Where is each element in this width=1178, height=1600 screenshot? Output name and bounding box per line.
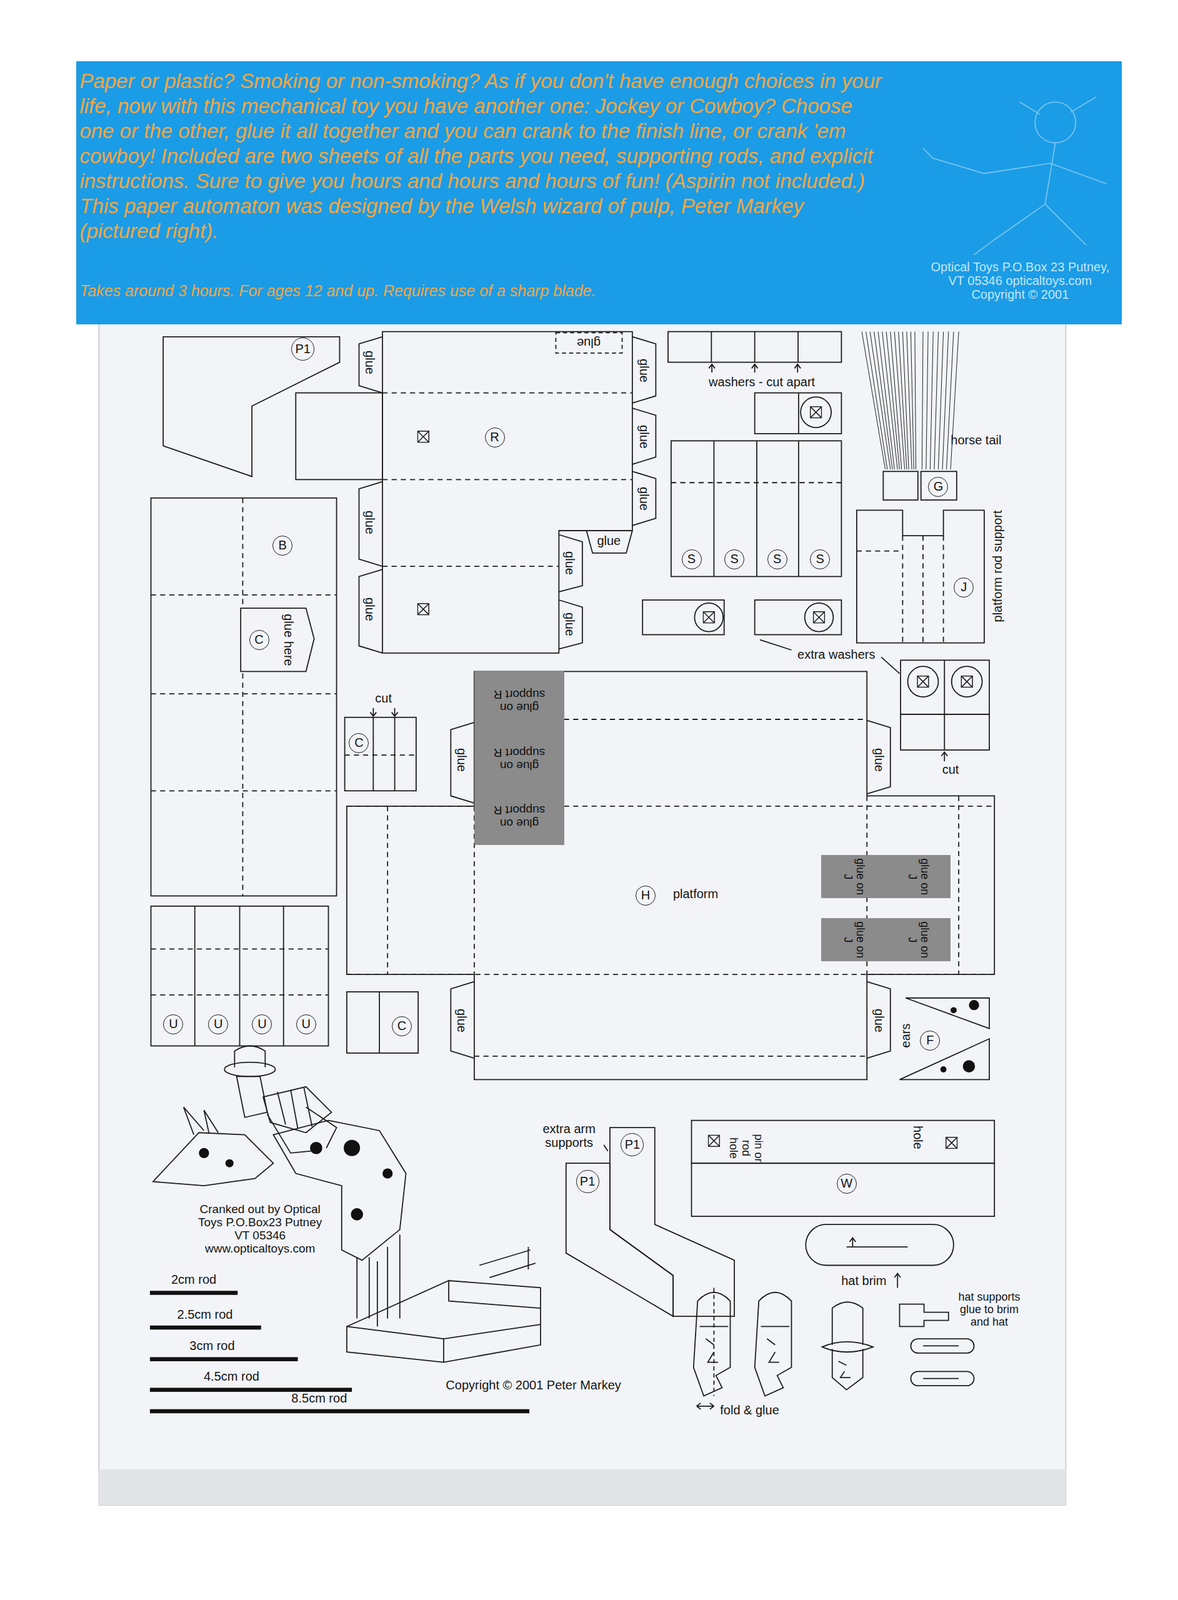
part-letter: S	[724, 549, 745, 570]
part-letter-text: B	[278, 538, 287, 552]
part-letter-text: R	[489, 429, 499, 444]
part-letter-text: F	[926, 1033, 934, 1047]
part-label: washers - cut apart	[708, 374, 815, 389]
part-letter: G	[928, 476, 949, 497]
glue-area-text: glue on support R	[479, 687, 560, 714]
part-label: horse tail	[948, 433, 1005, 447]
part-label: pin or rod hole	[726, 1128, 764, 1169]
glue-area: glue on support R	[474, 729, 565, 788]
part-label: glue	[576, 336, 601, 350]
part-letter: R	[484, 427, 505, 448]
part-label: platform rod support	[990, 510, 1005, 623]
header-banner: Paper or plastic? Smoking or non-smoking…	[76, 61, 1122, 325]
part-label: cut	[374, 691, 392, 705]
part-letter: S	[681, 549, 702, 570]
part-label: glue	[363, 597, 377, 622]
part-letter: C	[249, 629, 270, 650]
part-label: glue	[454, 1008, 469, 1033]
glue-area-text: glue on J	[905, 856, 931, 896]
part-label: glue	[637, 424, 652, 449]
part-letter-text: J	[960, 579, 967, 594]
part-letter-text: C	[397, 1018, 407, 1033]
part-label: 3cm rod	[189, 1338, 235, 1353]
glue-area-text: glue on support R	[479, 803, 560, 830]
part-letter-text: W	[840, 1176, 853, 1190]
part-label: fold & glue	[719, 1402, 780, 1417]
part-label: glue	[563, 612, 577, 637]
part-label: cut	[942, 762, 960, 777]
part-letter-text: C	[254, 632, 264, 647]
glue-area-text: glue on support R	[479, 745, 560, 772]
part-letter: S	[809, 549, 830, 570]
part-label: ears	[898, 1023, 913, 1049]
part-letter-text: P1	[294, 341, 310, 356]
part-letter-text: S	[687, 551, 696, 566]
part-label: platform	[673, 886, 719, 901]
banner-text: Takes around 3 hours. For ages 12 and up…	[79, 281, 886, 300]
part-label: 4.5cm rod	[203, 1369, 260, 1383]
part-label: glue	[563, 551, 577, 575]
part-letter-text: G	[933, 479, 944, 494]
part-label: glue	[454, 748, 469, 772]
part-letter-text: P1	[579, 1174, 595, 1188]
part-label: glue here	[281, 613, 296, 666]
glue-area-text: glue on J	[905, 920, 931, 960]
part-letter-text: C	[354, 735, 364, 750]
part-label: hat supports glue to brim and hat	[951, 1291, 1028, 1329]
part-label: glue	[363, 350, 377, 375]
glue-area: glue on J glue on J	[821, 854, 951, 899]
glue-area-text: glue on J	[841, 920, 867, 960]
part-letter-text: S	[729, 551, 739, 566]
part-letter-text: S	[815, 551, 824, 566]
part-label: Cranked out by Optical Toys P.O.Box23 Pu…	[193, 1203, 327, 1257]
part-letter-text: H	[641, 888, 650, 902]
part-label: glue	[872, 1008, 887, 1033]
part-label: 2cm rod	[171, 1272, 217, 1287]
glue-area: glue on support R	[474, 671, 565, 730]
part-letter-text: U	[257, 1016, 267, 1031]
part-label: glue	[363, 510, 377, 535]
part-label: Copyright © 2001 Peter Markey	[445, 1377, 621, 1392]
publisher-address: Optical Toys P.O.Box 23 Putney, VT 05346…	[923, 259, 1117, 302]
part-letter-text: U	[213, 1016, 223, 1031]
part-label: hole	[911, 1126, 925, 1150]
part-label: glue	[596, 533, 621, 548]
part-label: glue	[637, 358, 652, 383]
part-letter-text: S	[773, 551, 782, 566]
part-letter: P1	[576, 1169, 600, 1193]
part-letter: S	[767, 549, 788, 570]
glue-area-text: glue on J	[841, 856, 867, 896]
part-letter-text: U	[301, 1016, 310, 1031]
part-label: 2.5cm rod	[177, 1307, 234, 1322]
part-label: hat brim	[841, 1273, 887, 1288]
part-letter: C	[348, 733, 369, 754]
part-letter: P1	[291, 337, 315, 361]
part-letter-text: U	[168, 1016, 178, 1031]
part-label: glue	[872, 748, 887, 772]
part-letter-text: P1	[624, 1137, 640, 1152]
part-label: extra arm supports	[533, 1121, 605, 1150]
part-label: extra washers	[797, 647, 876, 662]
glue-area: glue on support R	[474, 787, 565, 845]
part-label: glue	[637, 486, 652, 511]
part-letter: W	[836, 1173, 857, 1194]
banner-text: Paper or plastic? Smoking or non-smoking…	[79, 68, 886, 244]
part-label: 8.5cm rod	[291, 1391, 347, 1405]
part-letter: U	[296, 1014, 317, 1035]
glue-area: glue on J glue on J	[821, 918, 951, 962]
